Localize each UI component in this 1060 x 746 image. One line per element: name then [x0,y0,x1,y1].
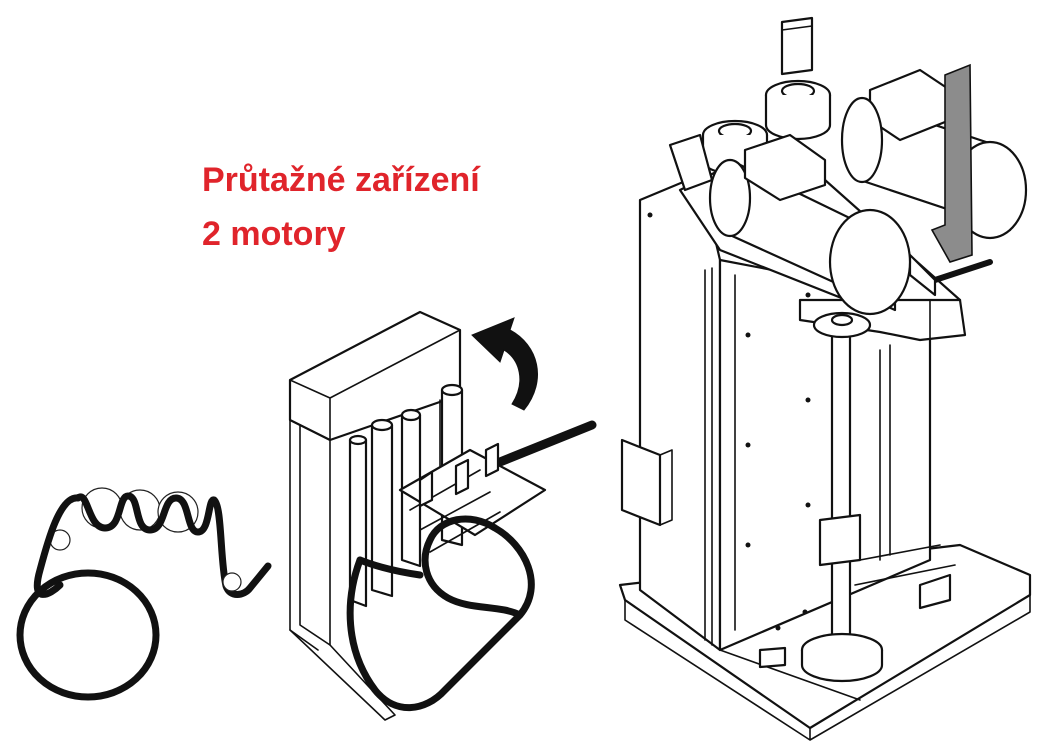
drive-shaft [830,328,852,647]
machine-body [618,16,1032,741]
spring-ring [16,569,160,701]
control-box [620,438,662,527]
caption-title: Průtažné zařízení [202,161,480,199]
motor-rear [840,68,1028,240]
spring-ghost-loop [222,572,242,592]
guide-device [288,310,597,721]
wire-spring [16,487,272,701]
caption-subtitle: 2 motory [202,215,346,253]
guide-roller [370,418,394,598]
spool-post [764,16,832,141]
spool-guide-bracket [780,16,814,76]
carriage-block [818,513,862,567]
rotation-arrow-icon [471,317,538,411]
spring-wire [33,492,272,598]
coupling-guard [930,63,973,263]
machine-left-panel [638,173,722,652]
motor-terminal-box [743,133,827,202]
flattened-coil [346,515,535,712]
motor-front [708,133,912,316]
